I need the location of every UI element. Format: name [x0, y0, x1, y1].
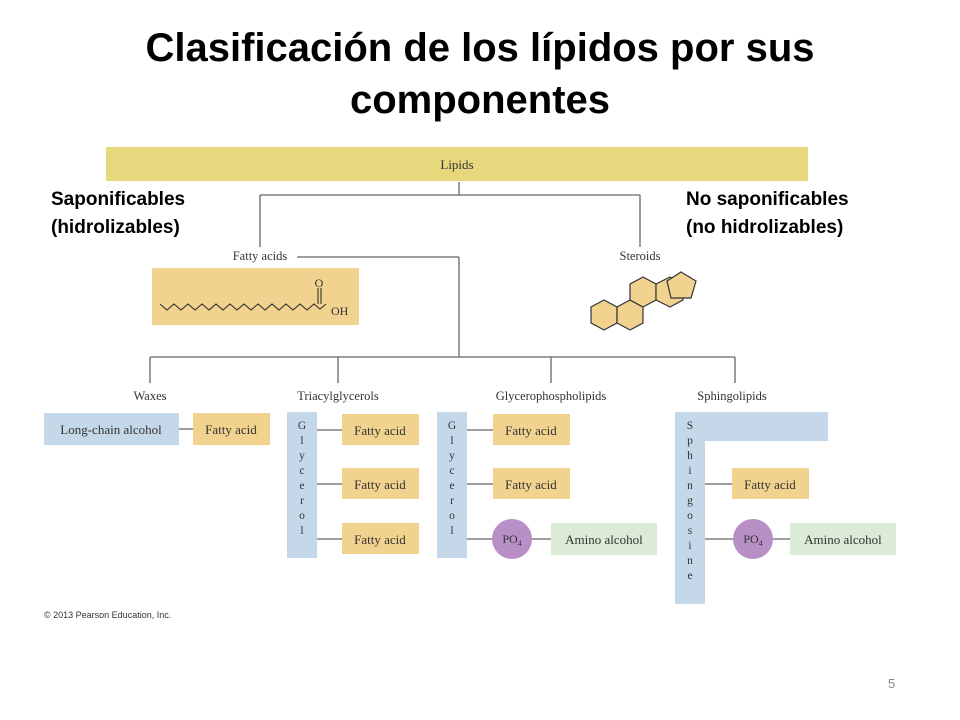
- hydrocarbon-chain-icon: [159, 303, 327, 311]
- sphingolipids-label: Sphingolipids: [697, 389, 767, 403]
- waxes-label: Waxes: [133, 389, 166, 403]
- long-chain-alcohol-label: Long-chain alcohol: [60, 422, 162, 437]
- gpl-fatty-acid-box-2: [493, 468, 570, 499]
- glycerol-letter: o: [299, 510, 305, 522]
- sphingosine-letter: p: [687, 435, 693, 447]
- phosphate-label-2: PO4: [743, 532, 762, 548]
- sphingosine-letter: S: [687, 420, 693, 432]
- glycerol-letter: e: [299, 480, 304, 492]
- glycerol-letter: l: [450, 525, 453, 537]
- hydroxyl-label: OH: [331, 304, 349, 318]
- glycerol-letter: l: [300, 435, 303, 447]
- saponifiable-label-line-1: Saponificables: [51, 189, 186, 210]
- glycerol-letters-1: G l y c e r o l: [298, 420, 306, 537]
- long-chain-alcohol-box: [44, 413, 179, 445]
- sphingo-fatty-acid-box: [732, 468, 809, 499]
- phosphate-po: PO: [743, 532, 759, 546]
- lipids-bar: [106, 147, 808, 181]
- glycerol-letter: o: [449, 510, 455, 522]
- tag-fatty-acid-box-1: [342, 414, 419, 445]
- connector-lines: [149, 182, 790, 540]
- glycerol-backbone-2: [437, 412, 467, 558]
- gpl-fatty-acid-box-1: [493, 414, 570, 445]
- glycerol-letter: l: [450, 435, 453, 447]
- tag-fatty-acid-label-2: Fatty acid: [354, 477, 406, 492]
- glycerol-letter: r: [450, 495, 454, 507]
- sphingosine-letter: n: [687, 480, 693, 492]
- fatty-acids-label: Fatty acids: [233, 249, 288, 263]
- glycerol-letter: l: [300, 525, 303, 537]
- tag-fatty-acid-box-2: [342, 468, 419, 499]
- glycerol-letter: r: [300, 495, 304, 507]
- triacylglycerols-label: Triacylglycerols: [297, 389, 379, 403]
- amino-alcohol-box-2: [790, 523, 896, 555]
- carbonyl-oxygen-label: O: [315, 276, 324, 290]
- phosphate-circle-1: [492, 519, 532, 559]
- amino-alcohol-box-1: [551, 523, 657, 555]
- sphingosine-letter: i: [688, 465, 691, 477]
- sphingosine-backbone: [675, 412, 828, 604]
- phosphate-circle-2: [733, 519, 773, 559]
- wax-fatty-acid-label: Fatty acid: [205, 422, 257, 437]
- glycerol-letter: G: [298, 420, 306, 432]
- phosphate-po: PO: [502, 532, 518, 546]
- sphingosine-letter: n: [687, 555, 693, 567]
- phosphate-subscript: 4: [518, 539, 522, 548]
- glycerol-letter: G: [448, 420, 456, 432]
- phosphate-subscript: 4: [759, 539, 763, 548]
- sphingosine-letter: g: [687, 495, 693, 507]
- sphingosine-letter: e: [687, 570, 692, 582]
- glycerol-letter: c: [449, 465, 454, 477]
- steroids-label: Steroids: [620, 249, 661, 263]
- title-line-1: Clasificación de los lípidos por sus: [145, 26, 815, 70]
- tag-fatty-acid-label-1: Fatty acid: [354, 423, 406, 438]
- page-number: 5: [888, 676, 896, 691]
- sphingosine-letters: S p h i n g o s i n e: [687, 420, 693, 582]
- glycerol-letter: y: [449, 450, 455, 462]
- phosphate-label-1: PO4: [502, 532, 521, 548]
- sphingo-fatty-acid-label: Fatty acid: [744, 477, 796, 492]
- gpl-fatty-acid-label-1: Fatty acid: [505, 423, 557, 438]
- glycerol-letter: y: [299, 450, 305, 462]
- glycerol-letter: c: [299, 465, 304, 477]
- slide-title: Clasificación de los lípidos por sus com…: [0, 22, 960, 126]
- non-saponifiable-label: No saponificables (no hidrolizables): [686, 186, 849, 242]
- wax-fatty-acid-box: [193, 413, 270, 445]
- copyright-notice: © 2013 Pearson Education, Inc.: [44, 610, 171, 620]
- sphingosine-letter: o: [687, 510, 693, 522]
- non-saponifiable-label-line-2: (no hidrolizables): [686, 217, 844, 238]
- title-line-2: componentes: [349, 78, 611, 122]
- lipids-label: Lipids: [440, 157, 473, 172]
- tag-fatty-acid-label-3: Fatty acid: [354, 532, 406, 547]
- tag-fatty-acid-box-3: [342, 523, 419, 554]
- sphingosine-letter: h: [687, 450, 693, 462]
- glycerol-letter: e: [449, 480, 454, 492]
- amino-alcohol-label-2: Amino alcohol: [804, 532, 882, 547]
- saponifiable-label-line-2: (hidrolizables): [51, 217, 180, 238]
- glycerophospholipids-label: Glycerophospholipids: [496, 389, 607, 403]
- glycerol-backbone-1: [287, 412, 317, 558]
- gpl-fatty-acid-label-2: Fatty acid: [505, 477, 557, 492]
- saponifiable-label: Saponificables (hidrolizables): [51, 186, 185, 242]
- sphingosine-letter: i: [688, 540, 691, 552]
- amino-alcohol-label-1: Amino alcohol: [565, 532, 643, 547]
- steroid-ring-structure-icon: [590, 271, 697, 331]
- glycerol-letters-2: G l y c e r o l: [448, 420, 456, 537]
- sphingosine-letter: s: [688, 525, 693, 537]
- non-saponifiable-label-line-1: No saponificables: [686, 189, 849, 210]
- fatty-acid-structure-box: [152, 268, 359, 325]
